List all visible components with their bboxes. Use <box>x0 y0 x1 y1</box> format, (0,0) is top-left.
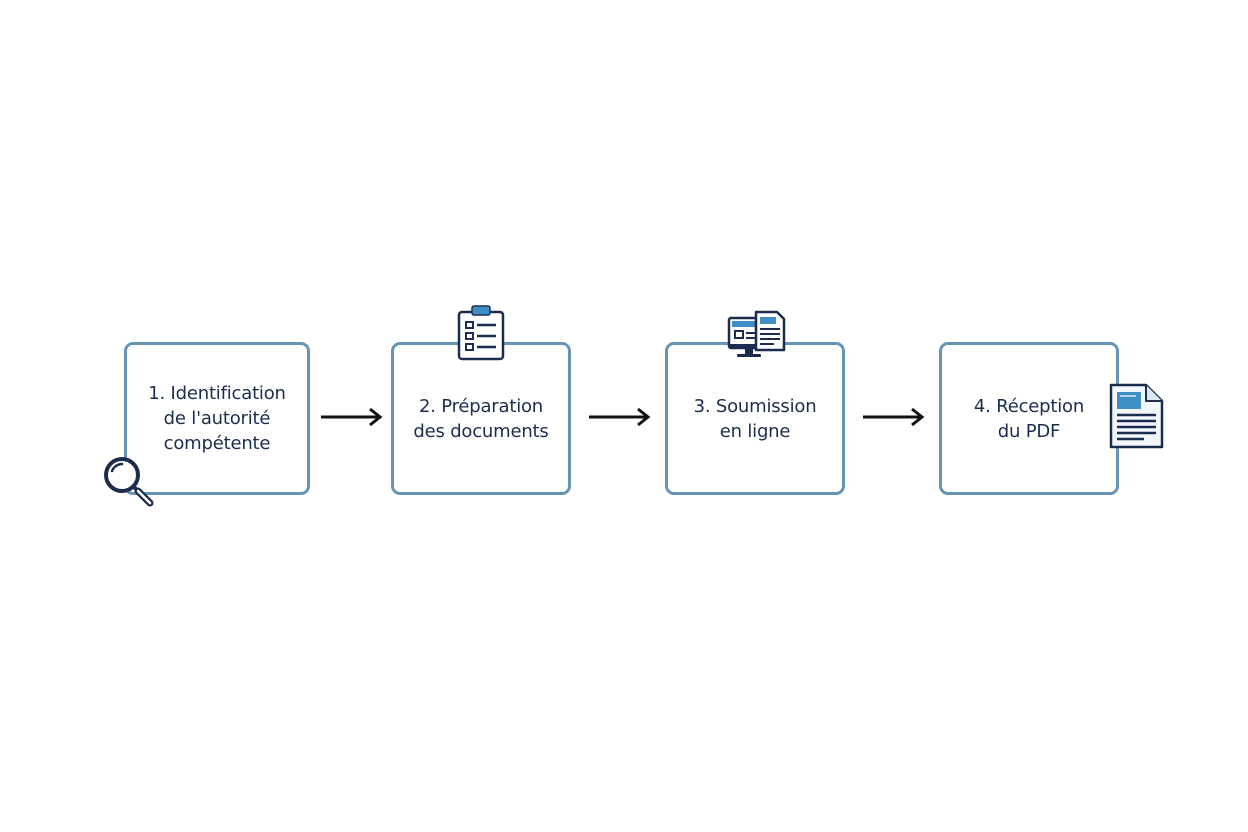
step-label: 1. Identification de l'autorité compéten… <box>148 383 286 454</box>
arrow-right-icon <box>863 407 925 427</box>
search-icon <box>104 457 154 507</box>
step-label: 4. Réception du PDF <box>973 395 1085 442</box>
online-submission-icon <box>727 310 786 357</box>
step-label: 2. Préparation des documents <box>413 395 549 442</box>
arrow-right-icon <box>589 407 651 427</box>
step-preparation: 2. Préparation des documents <box>391 342 571 495</box>
arrow-right-icon <box>321 407 383 427</box>
clipboard-icon <box>457 305 505 361</box>
step-reception: 4. Réception du PDF <box>939 342 1119 495</box>
step-label: 3. Soumission en ligne <box>693 395 817 442</box>
pdf-document-icon <box>1109 383 1164 449</box>
step-identification: 1. Identification de l'autorité compéten… <box>124 342 310 495</box>
step-submission: 3. Soumission en ligne <box>665 342 845 495</box>
